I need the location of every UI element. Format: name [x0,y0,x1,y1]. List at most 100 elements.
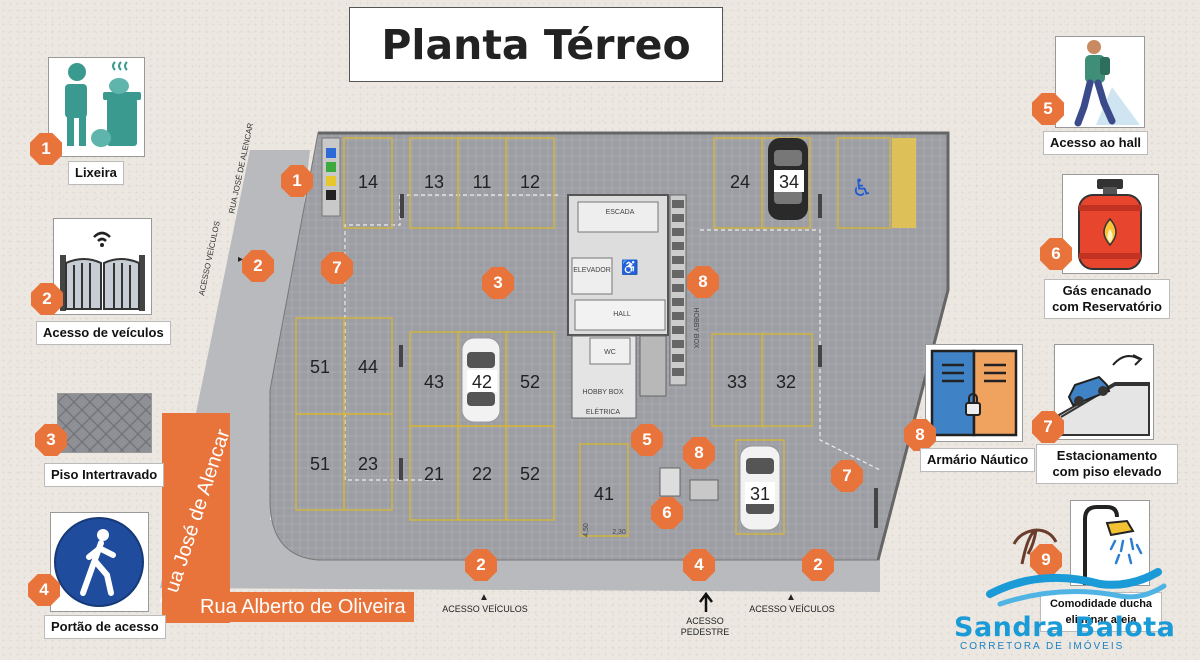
spot-34-bg [774,170,804,192]
wheel-stops [399,194,878,528]
legend-label-portao: Portão de acesso [44,615,166,639]
room-elevator: ELEVADOR [573,267,611,274]
legend-marker-7: 7 [1032,411,1064,443]
street-jose-de-alencar: Rua José de Alencar [157,413,235,623]
room-hall: HALL [613,311,631,318]
arrow-up-icon: ▲ [786,592,796,603]
hobby-box-cells [672,200,684,376]
bin-blue [326,148,336,158]
spot-51-bottom: 51 [310,454,330,474]
legend-card-piso [57,393,152,453]
logo-mark [986,528,1167,607]
gas-cylinder-icon [1078,179,1142,270]
dimension-depth: 4,50 [583,523,590,537]
legend-label-gas: Gás encanado com Reservatório [1044,279,1170,319]
bin-black [326,190,336,200]
paving-pattern-icon [58,394,151,452]
room-hobby-box: HOBBY BOX [582,389,623,396]
legend-label-armario: Armário Náutico [920,448,1036,472]
legend-marker-8: 8 [904,419,936,451]
plan-marker-4: 4 [683,549,715,581]
spot-52-top: 52 [520,372,540,392]
legend-marker-5: 5 [1032,93,1064,125]
arrow-icon: ▸ [238,254,243,265]
plan-marker-6: 6 [651,497,683,529]
circulation-path [344,194,881,481]
sidewalk [160,150,880,592]
brand-logo-tagline: CORRETORA DE IMÓVEIS [960,641,1125,652]
legend-label-hall: Acesso ao hall [1043,131,1149,155]
spot-34: 34 [779,172,799,192]
room-electrical: ELÉTRICA [586,407,621,416]
spot-21: 21 [424,464,444,484]
parking-spots [295,137,891,537]
legend-marker-9: 9 [1030,544,1062,576]
vehicle-gate-icon [60,231,145,311]
legend-marker-1: 1 [30,133,62,165]
bin-green [326,162,336,172]
spot-44: 44 [358,357,378,377]
shower-icon [1083,505,1143,585]
spot-24: 24 [730,172,750,192]
access-pedestrian: ACESSO PEDESTRE [680,616,730,637]
plan-marker-5: 5 [631,424,663,456]
spot-33: 33 [727,372,747,392]
access-vehicles-right: ACESSO VEÍCULOS [749,604,835,614]
legend-label-estacionamento: Estacionamento com piso elevado [1036,444,1178,484]
lockers-icon [930,349,1018,437]
plan-marker-2: 2 [465,549,497,581]
legend-card-gas [1062,174,1159,274]
elevator-accessible-icon: ♿ [621,259,638,276]
legend-label-piso: Piso Intertravado [44,463,165,487]
walking-person-icon [1074,40,1140,127]
spot-31: 31 [750,484,770,504]
room-wc: WC [604,349,616,356]
arrow-up-icon: ▲ [479,592,489,603]
wheelchair-icon: ♿ [851,174,873,202]
spot-42: 42 [472,372,492,392]
legend-marker-4: 4 [28,574,60,606]
legend-card-portao [50,512,149,612]
plan-marker-8: 8 [687,266,719,298]
spot-22: 22 [472,464,492,484]
room-hobby-box-vertical: HOBBY BOX [692,307,699,348]
pedestrian-sign-icon [54,517,144,607]
accessible-stripe [892,138,916,228]
plan-marker-3: 3 [482,267,514,299]
legend-label-lixeira: Lixeira [68,161,124,185]
spot-23: 23 [358,454,378,474]
spot-12: 12 [520,172,540,192]
plan-marker-2: 2 [242,250,274,282]
legend-card-ducha [1070,500,1150,586]
plan-marker-7: 7 [831,460,863,492]
spot-11: 11 [473,172,492,192]
legend-card-estacionamento [1054,344,1154,440]
plan-marker-2: 2 [802,549,834,581]
trash-bin-person-icon [65,61,141,147]
access-vehicles-side-label: ACESSO VEÍCULOS [197,220,222,296]
gas-reservoir [659,467,681,497]
spot-52-bottom: 52 [520,464,540,484]
access-vehicles-left: ACESSO VEÍCULOS [442,604,528,614]
page-title: Planta Térreo [349,7,723,82]
nautical-locker [689,479,719,501]
plan-marker-1: 1 [281,165,313,197]
spot-43: 43 [424,372,444,392]
legend-card-acesso-veiculos [53,218,152,315]
legend-marker-6: 6 [1040,238,1072,270]
street-alberto-de-oliveira: Rua Alberto de Oliveira [162,592,414,622]
street-jose-de-alencar-label: Rua José de Alencar [156,426,235,610]
plan-marker-8: 8 [683,437,715,469]
legend-marker-2: 2 [31,283,63,315]
legend-card-armario [925,344,1023,442]
spot-31-bg [745,482,775,504]
plan-marker-7: 7 [321,252,353,284]
bin-yellow [326,176,336,186]
legend-card-lixeira [48,57,145,157]
spot-51-top: 51 [310,357,330,377]
legend-marker-3: 3 [35,424,67,456]
room-stairs: ESCADA [606,209,635,216]
car-ramp-icon [1058,354,1150,436]
dimension-width: 2,30 [612,529,626,536]
spot-41: 41 [594,484,614,504]
